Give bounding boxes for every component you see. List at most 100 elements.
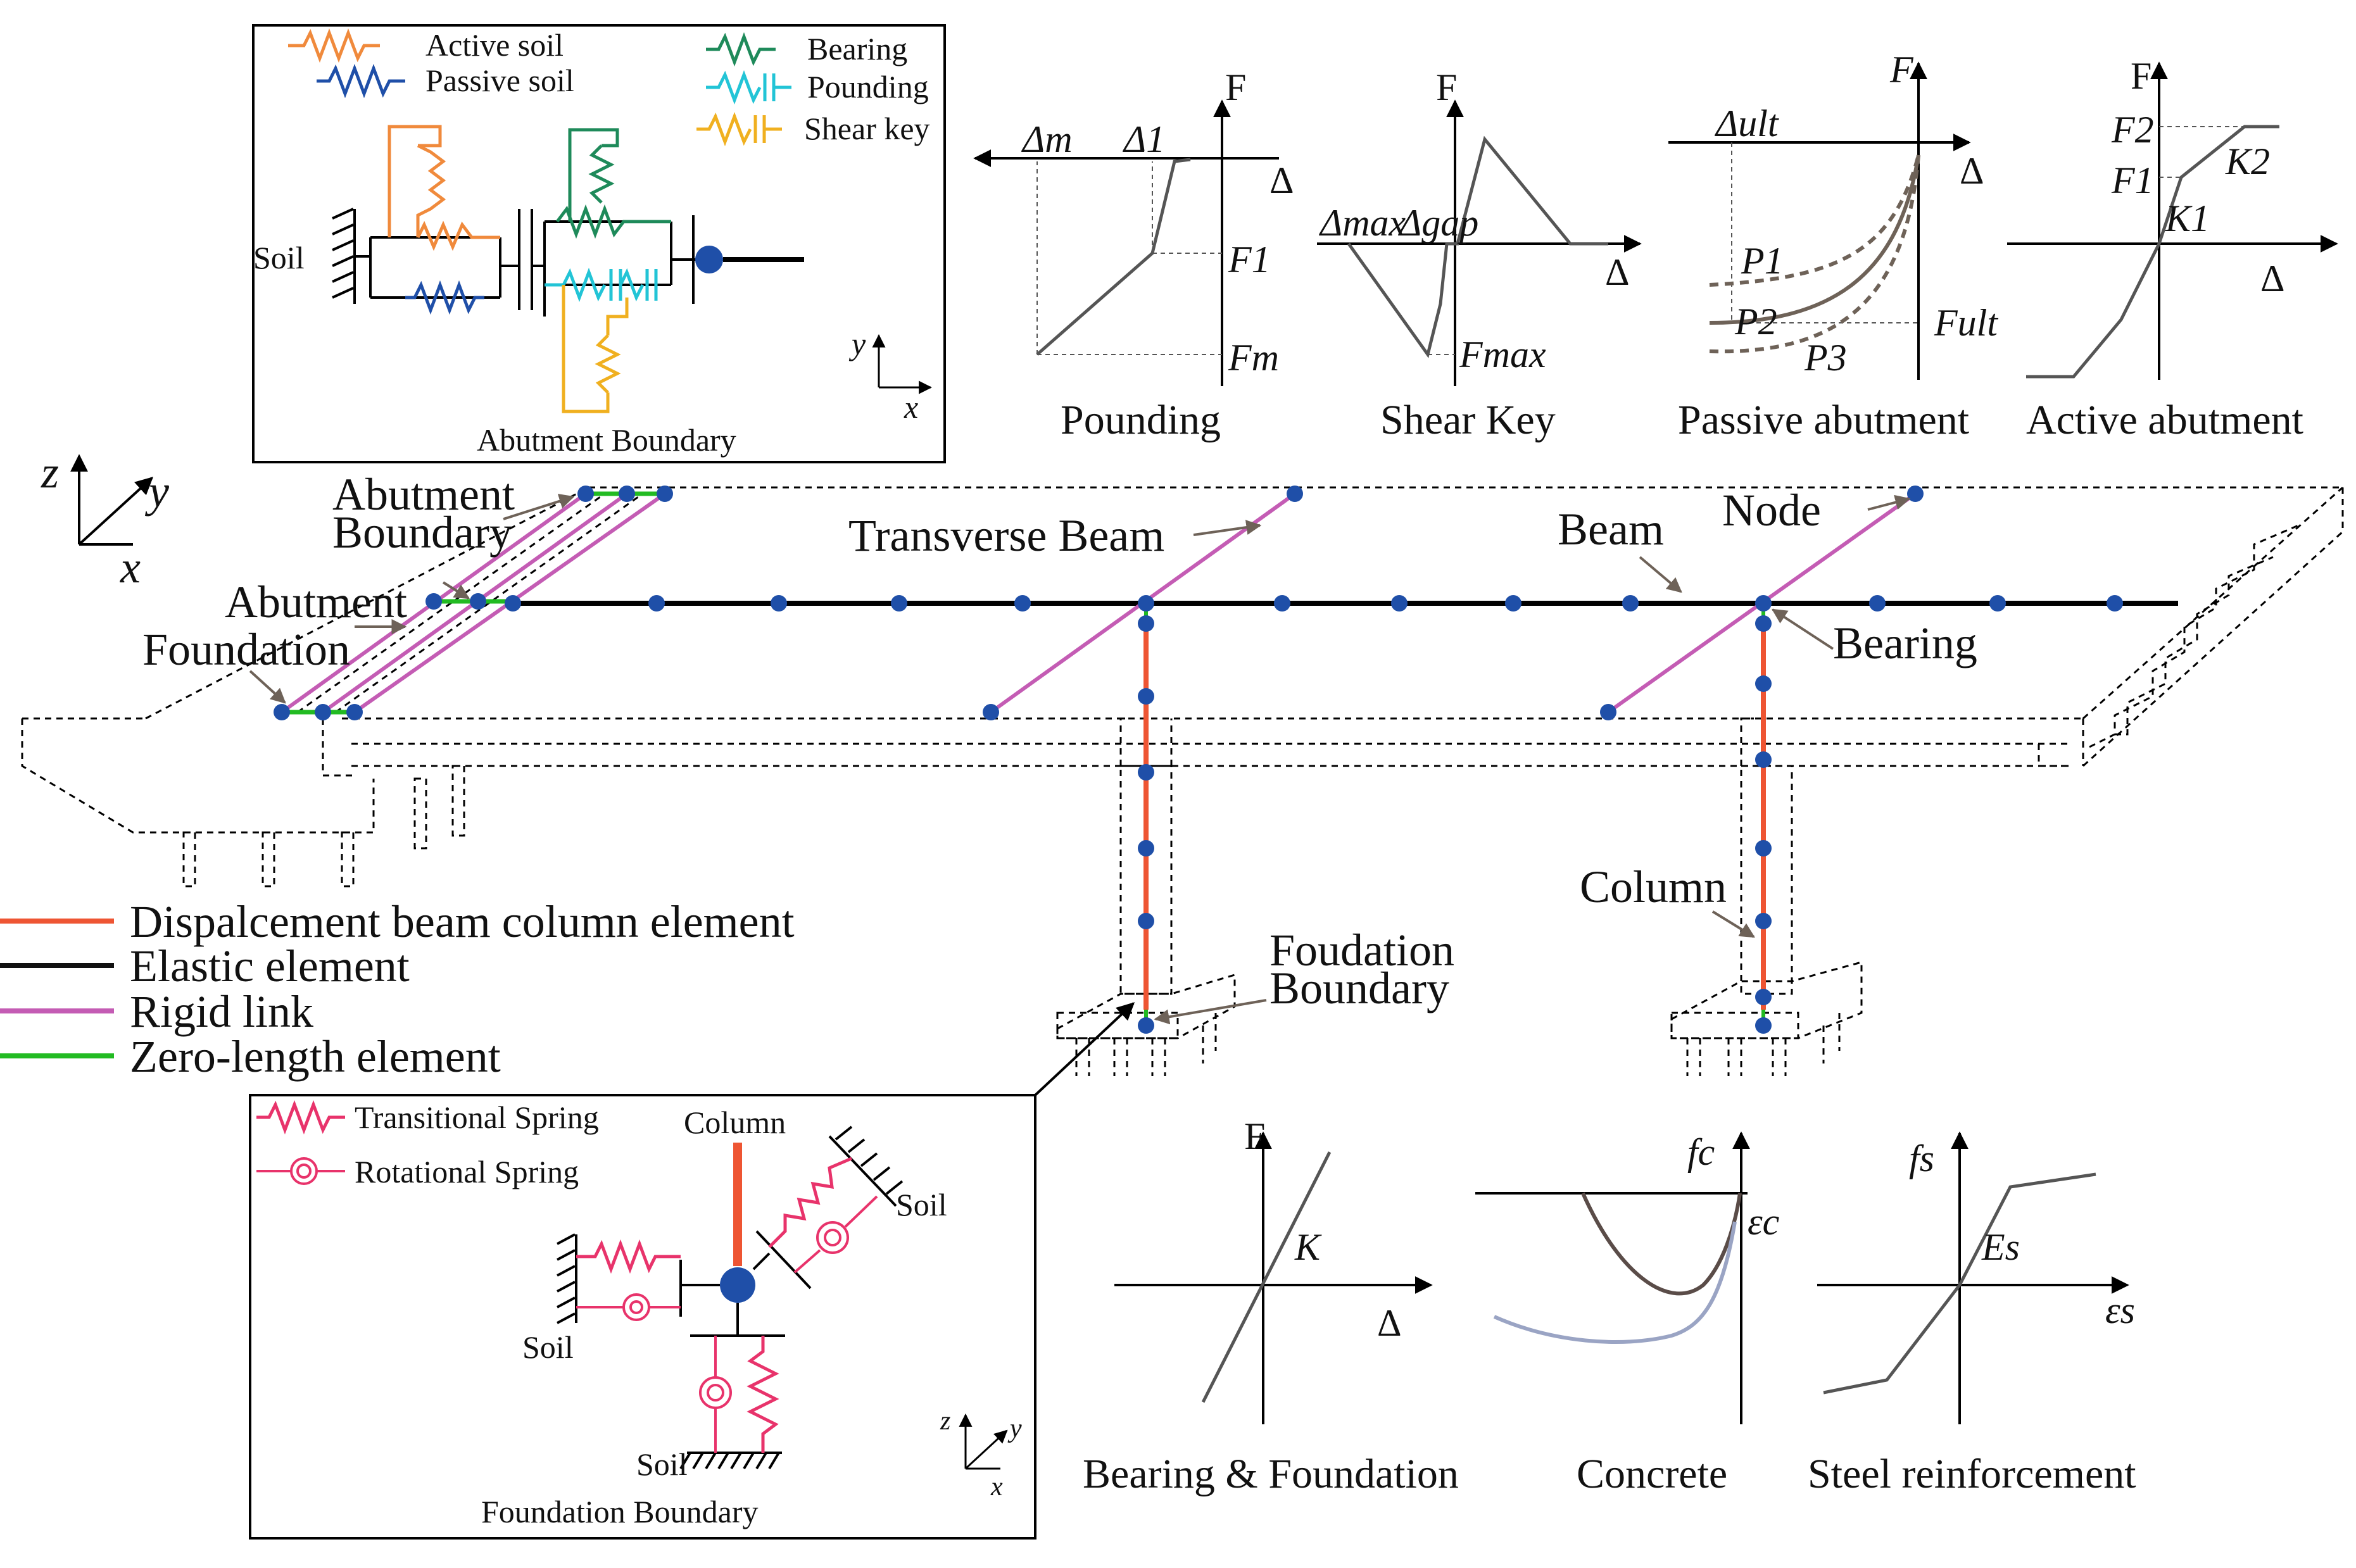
- steel-es: εs: [2105, 1289, 2135, 1331]
- pounding-curve-panel: F Δm Δ1 Δ F1 Fm Pounding: [973, 66, 1294, 443]
- bearing-legend-label: Bearing: [807, 31, 907, 66]
- passive-P1: P1: [1741, 240, 1784, 282]
- bearing-caption: Bearing & Foundation: [1083, 1451, 1459, 1497]
- label-foundation-boundary-1: Foudation: [1269, 925, 1454, 975]
- legend-label-elastic: Elastic element: [130, 941, 410, 991]
- pounding-F: F: [1225, 66, 1246, 108]
- bearing-F: F: [1244, 1115, 1265, 1157]
- foundation-axis-z: z: [940, 1407, 950, 1436]
- abutment-soil-label: Soil: [253, 240, 305, 275]
- passive-P2: P2: [1734, 301, 1777, 342]
- shear-key-curve: [1347, 135, 1608, 358]
- shear-key-curve-panel: F Δmax Δgap Δ Fmax Shear Key: [1317, 66, 1642, 443]
- passive-caption: Passive abutment: [1678, 397, 1969, 443]
- bearing-curve-panel: F K Δ Bearing & Foundation: [1083, 1115, 1459, 1497]
- label-bearing: Bearing: [1833, 618, 1977, 668]
- passive-curve-P1: [1709, 154, 1920, 287]
- shear-key-Fmax: Fmax: [1459, 334, 1546, 375]
- foundation-column-label: Column: [684, 1105, 786, 1140]
- label-column: Column: [1580, 862, 1727, 912]
- active-F1: F1: [2111, 160, 2154, 201]
- abutment-axis-x: x: [904, 389, 918, 425]
- pounding-curve: [1036, 158, 1191, 356]
- left-rotational-spring: [576, 1293, 681, 1321]
- shear-key-legend-label: Shear key: [804, 111, 930, 146]
- axis-x: x: [120, 542, 141, 593]
- passive-delta-ult: Δult: [1715, 103, 1779, 144]
- bearing-K: K: [1294, 1226, 1322, 1268]
- concrete-curve-panel: fc εc Concrete: [1475, 1131, 1779, 1497]
- passive-delta: Δ: [1960, 150, 1984, 192]
- pounding-Fm: Fm: [1228, 337, 1279, 379]
- legend-label-displacement: Dispalcement beam column element: [130, 896, 795, 947]
- foundation-soil-bottom: Soil: [636, 1446, 688, 1482]
- bridge-model: z y x: [21, 447, 2344, 1076]
- shear-key-F: F: [1436, 66, 1457, 108]
- label-beam: Beam: [1558, 504, 1664, 555]
- global-axes: [70, 454, 154, 546]
- steel-curve: [1823, 1172, 2096, 1395]
- pounding-F1: F1: [1228, 239, 1271, 280]
- rotational-spring-label: Rotational Spring: [355, 1154, 579, 1189]
- bearing-legend-icon: [706, 32, 776, 67]
- bearing-spring: [556, 128, 671, 239]
- steel-curve-panel: fs Es εs Steel reinforcement: [1808, 1131, 2136, 1497]
- bottom-transitional-spring: [746, 1336, 779, 1453]
- foundation-inset-caption: Foundation Boundary: [481, 1494, 758, 1529]
- passive-soil-label: Passive soil: [425, 63, 574, 98]
- shear-key-delta: Δ: [1605, 251, 1630, 293]
- shear-key-spring: [562, 285, 629, 413]
- foundation-node: [720, 1267, 755, 1303]
- active-F2: F2: [2111, 109, 2154, 151]
- label-abutment-boundary-1: Abutment: [332, 469, 515, 520]
- element-legend: Dispalcement beam column element Elastic…: [0, 896, 795, 1082]
- label-foundation-boundary-2: Boundary: [1269, 963, 1449, 1013]
- abutment-node: [695, 246, 723, 273]
- axis-z: z: [41, 447, 59, 498]
- active-delta: Δ: [2260, 258, 2285, 299]
- diagonal-transitional-spring: [768, 1157, 852, 1248]
- label-foundation: Foundation: [142, 624, 350, 675]
- concrete-caption: Concrete: [1577, 1451, 1727, 1497]
- abutment-axis-y: y: [848, 326, 866, 361]
- legend-label-zero: Zero-length element: [130, 1031, 501, 1082]
- passive-Fult: Fult: [1934, 302, 1998, 344]
- transitional-spring-legend-icon: [256, 1100, 345, 1135]
- active-soil-spring: [387, 125, 500, 251]
- steel-caption: Steel reinforcement: [1808, 1451, 2136, 1497]
- shear-key-legend-icon: [696, 111, 782, 147]
- passive-abutment-curve-panel: F Δult Δ P1 P2 P3 Fult Passive abutment: [1668, 49, 1998, 443]
- passive-curve-P2: [1709, 154, 1920, 325]
- steel-Es: Es: [1981, 1226, 2020, 1268]
- active-abutment-curve-panel: F F2 F1 K2 K1 Δ Active abutment: [2007, 55, 2338, 443]
- label-abutment-boundary-2: Boundary: [332, 507, 512, 558]
- axis-y: y: [144, 466, 169, 517]
- bottom-rotational-spring: [699, 1336, 732, 1453]
- passive-F: F: [1889, 49, 1914, 91]
- bearing-delta: Δ: [1377, 1302, 1402, 1344]
- legend-label-rigid: Rigid link: [130, 986, 313, 1037]
- concrete-curve-compression: [1493, 1221, 1737, 1344]
- foundation-soil-left: Soil: [522, 1329, 574, 1365]
- passive-soil-legend-icon: [317, 63, 405, 99]
- shear-key-caption: Shear Key: [1380, 397, 1556, 443]
- foundation-axis-x: x: [990, 1472, 1003, 1502]
- nodes: [274, 486, 2123, 1034]
- shear-key-delta-gap: Δgap: [1398, 202, 1478, 244]
- pounding-delta-1: Δ1: [1123, 118, 1165, 160]
- concrete-ec: εc: [1748, 1201, 1779, 1243]
- pounding-delta-m: Δm: [1021, 118, 1073, 160]
- label-transverse-beam: Transverse Beam: [848, 510, 1164, 561]
- foundation-soil-right: Soil: [896, 1187, 947, 1222]
- active-soil-label: Active soil: [425, 27, 564, 63]
- concrete-curve-tension: [1581, 1192, 1742, 1296]
- soil-hatch-icon: [332, 208, 356, 304]
- steel-fs: fs: [1909, 1138, 1934, 1179]
- bearing-curve: [1201, 1151, 1332, 1403]
- pounding-legend-icon: [706, 70, 791, 105]
- passive-curve-P3: [1709, 154, 1920, 354]
- active-K1: K1: [2165, 198, 2210, 239]
- foundation-axis-y: y: [1007, 1414, 1022, 1443]
- shear-key-delta-max: Δmax: [1319, 202, 1406, 244]
